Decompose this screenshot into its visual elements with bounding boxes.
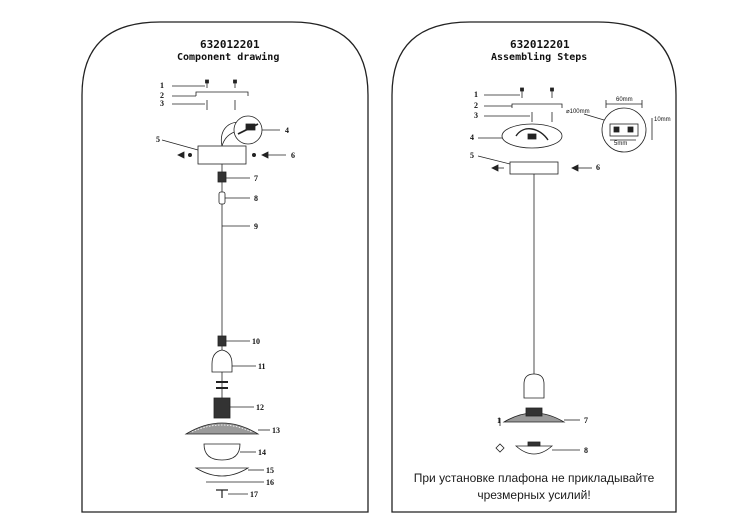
right-callout-7: 7 — [584, 416, 588, 425]
left-callout-16: 16 — [266, 478, 274, 487]
dimension-width: 60mm — [616, 97, 633, 103]
right-arrow-label-1: 1 — [497, 416, 501, 425]
left-callout-3: 3 — [160, 99, 164, 108]
warning-line-2: чрезмерных усилий! — [477, 488, 591, 502]
right-drawing — [477, 87, 653, 455]
left-callout-6: 6 — [291, 151, 295, 160]
right-model-number: 632012201 — [510, 38, 570, 51]
right-callout-6: 6 — [596, 163, 600, 172]
left-panel-title: Component drawing — [177, 52, 280, 63]
dimension-diameter: ⌀100mm — [566, 109, 590, 115]
left-model-number: 632012201 — [200, 38, 260, 51]
right-callout-5: 5 — [470, 151, 474, 160]
left-callout-7: 7 — [254, 174, 258, 183]
left-callout-4: 4 — [285, 126, 289, 135]
dimension-height: 10mm — [654, 117, 671, 123]
left-callout-17: 17 — [250, 490, 258, 499]
right-callout-1: 1 — [474, 90, 478, 99]
left-panel-frame — [81, 21, 369, 513]
left-callout-12: 12 — [256, 403, 264, 412]
right-panel-frame — [391, 21, 677, 513]
right-callout-8: 8 — [584, 446, 588, 455]
left-callout-11: 11 — [258, 362, 266, 371]
left-callout-1: 1 — [160, 81, 164, 90]
right-callout-4: 4 — [470, 133, 474, 142]
left-drawing — [161, 79, 286, 498]
left-callout-5: 5 — [156, 135, 160, 144]
left-callout-14: 14 — [258, 448, 266, 457]
right-panel-title: Assembling Steps — [491, 52, 588, 63]
dimension-offset: 5mm — [614, 141, 628, 147]
right-callout-3: 3 — [474, 111, 478, 120]
left-callout-9: 9 — [254, 222, 258, 231]
left-callout-2: 2 — [160, 91, 164, 100]
left-callout-15: 15 — [266, 466, 274, 475]
left-callout-13: 13 — [272, 426, 280, 435]
left-callout-10: 10 — [252, 337, 260, 346]
right-callout-2: 2 — [474, 101, 478, 110]
left-callout-8: 8 — [254, 194, 258, 203]
warning-line-1: При установке плафона не прикладывайте — [413, 471, 655, 485]
